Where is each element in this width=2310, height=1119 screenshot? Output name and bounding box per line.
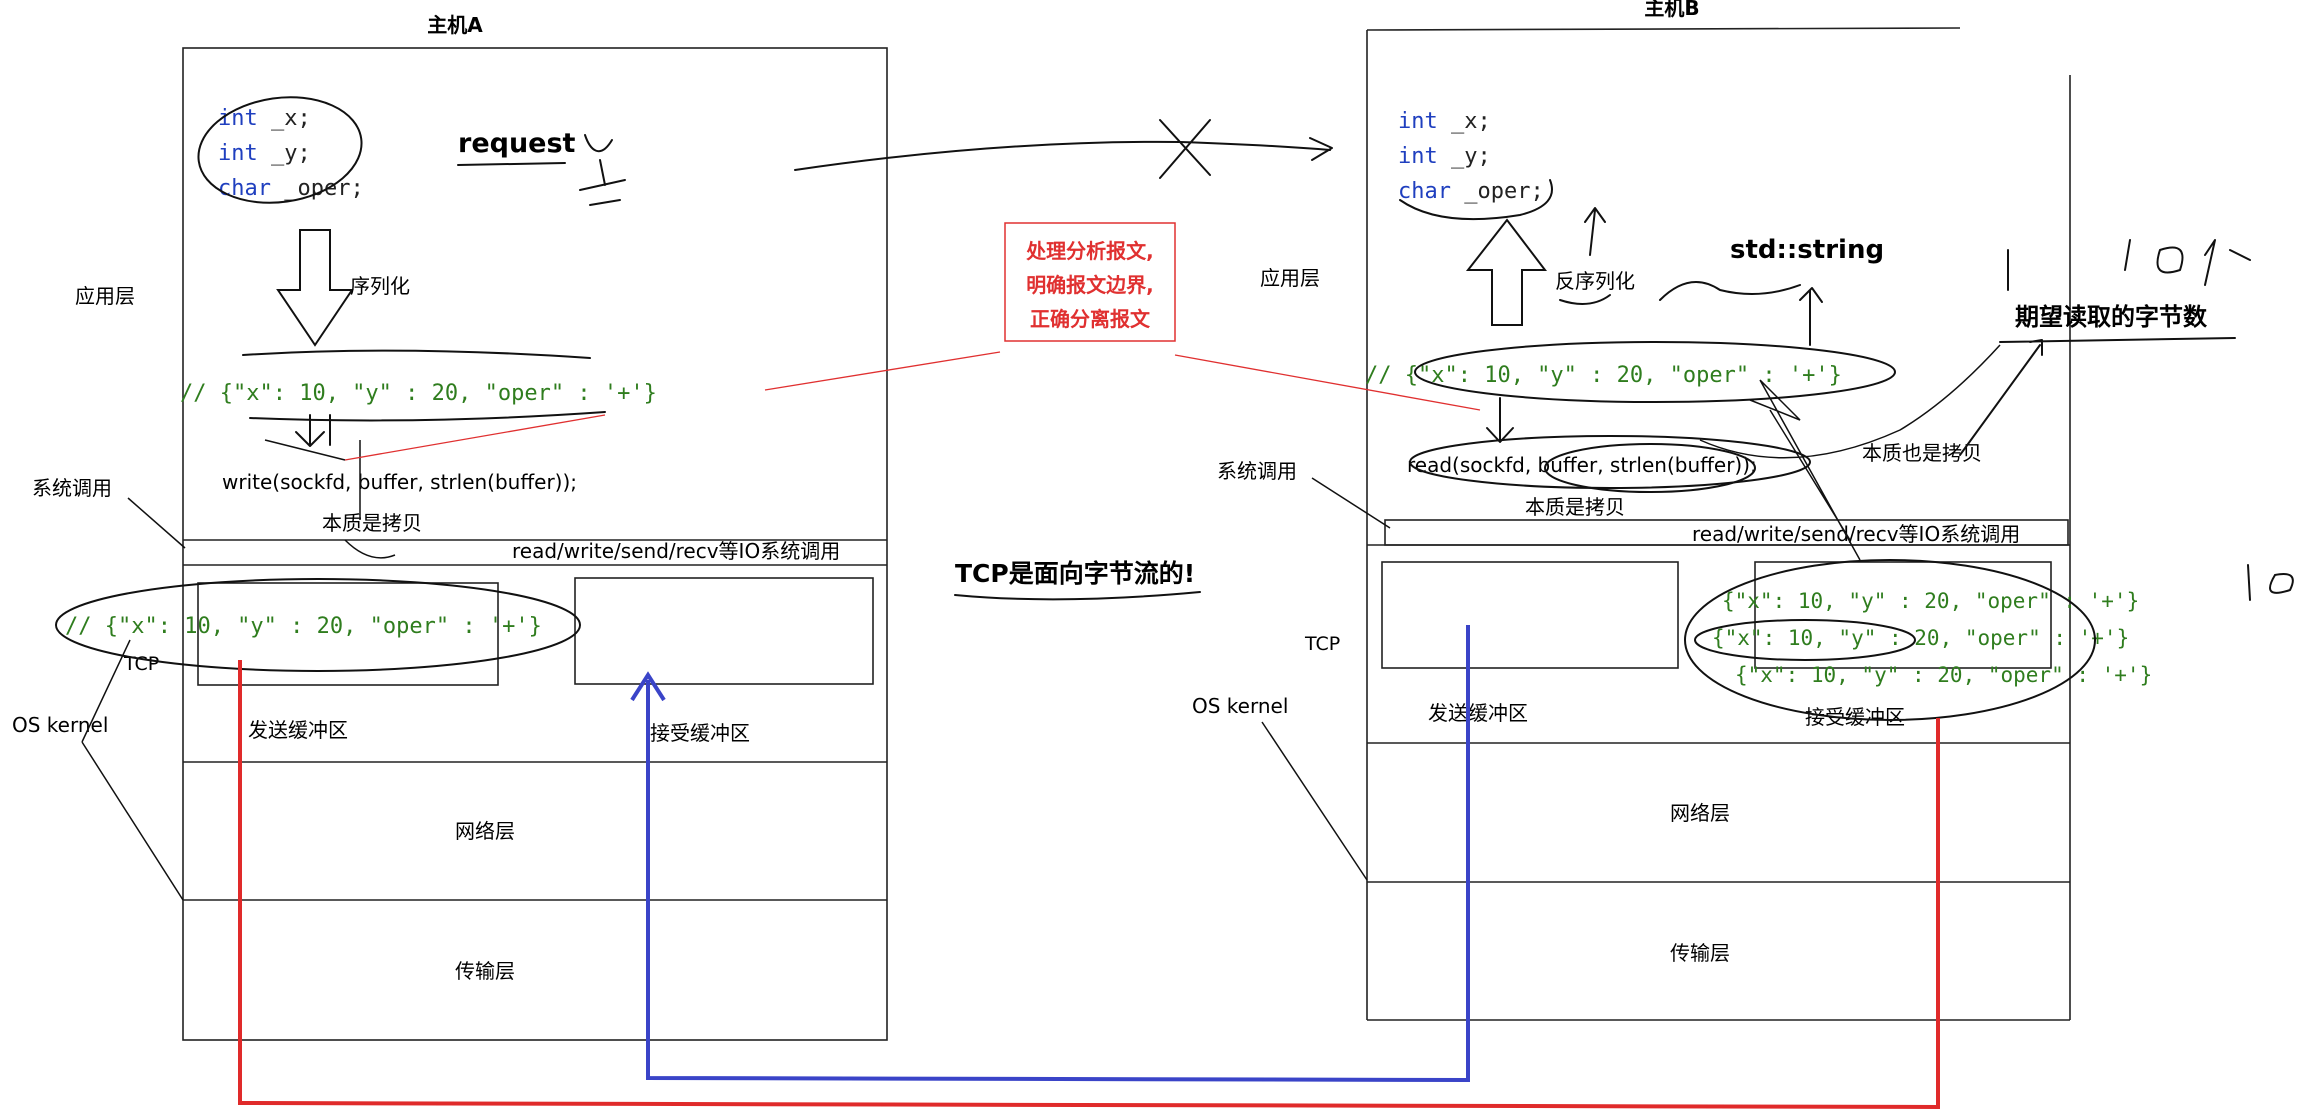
host-a-kernel-json: // {"x": 10, "y" : 20, "oper" : '+'} — [65, 614, 542, 639]
host-b-app-layer-label: 应用层 — [1260, 266, 1320, 290]
host-b-struct-code: int _x; int _y; char _oper; — [1398, 109, 1553, 221]
host-b-network-layer: 网络层 — [1670, 801, 1730, 825]
host-b-frame — [1366, 27, 2071, 1021]
note-pointer-lines — [344, 351, 1481, 461]
request-transfer-arrow-icon — [794, 137, 1333, 171]
cross-icon — [1159, 119, 1211, 179]
host-a-kernel-brackets — [81, 639, 184, 901]
host-b-syscall-pointer — [1311, 477, 1391, 529]
note-line-1: 处理分析报文, — [1025, 239, 1154, 263]
copy-curve-a — [344, 539, 396, 559]
host-a-send-buffer-box — [197, 582, 499, 686]
note-box — [1004, 222, 1176, 342]
std-string-label: std::string — [1730, 235, 1884, 265]
pointer-line-a — [264, 439, 346, 461]
host-a-network-layer: 网络层 — [455, 819, 515, 843]
host-b-copy-label: 本质是拷贝 — [1525, 495, 1625, 519]
handwritten-scribble-a — [579, 134, 626, 206]
read-buffer-ellipse — [1544, 443, 1756, 493]
host-a-tcp-label: TCP — [123, 653, 159, 675]
buffered-messages-ellipse — [1684, 559, 2096, 721]
buffered-message-3: {"x": 10, "y" : 20, "oper" : '+'} — [1735, 663, 2152, 687]
expected-bytes-label: 期望读取的字节数 — [2015, 303, 2208, 331]
host-b-os-kernel-label: OS kernel — [1192, 694, 1288, 718]
host-b-code-line-3: char _oper; — [1398, 179, 1544, 204]
host-a-syscall-label: 系统调用 — [32, 476, 112, 500]
host-b-copy-curve — [1699, 344, 2001, 459]
read-call-ellipse — [1409, 435, 1811, 489]
host-a-curve-top — [242, 349, 591, 359]
read-call: read(sockfd, buffer, strlen(buffer)); — [1407, 453, 1757, 477]
host-b-send-buffer-label: 发送缓冲区 — [1428, 701, 1528, 725]
host-a-struct-code: int _x; int _y; char _oper; — [197, 96, 364, 204]
host-a-title: 主机A — [427, 13, 483, 37]
request-label: request — [458, 128, 576, 159]
blue-flow-line — [646, 625, 1470, 1083]
blue-arrowhead-icon — [630, 671, 666, 702]
note-line-3: 正确分离报文 — [1030, 307, 1151, 331]
serialize-label: 序列化 — [350, 274, 410, 298]
host-a-app-layer-label: 应用层 — [75, 284, 135, 308]
kernel-json-ellipse — [55, 578, 581, 672]
host-a-frame — [182, 47, 888, 1041]
std-string-up-arrow-icon — [1799, 287, 1823, 346]
host-a-os-kernel-label: OS kernel — [12, 713, 108, 737]
handwritten-scribble-b — [2007, 239, 2251, 291]
host-b-copy-lines — [1749, 379, 1861, 561]
host-b-kernel-bracket — [1261, 721, 1368, 881]
host-a-code-line-2: int _y; — [218, 141, 311, 166]
expected-bytes-arrow-icon — [1959, 339, 2043, 456]
write-call: write(sockfd, buffer, strlen(buffer)); — [222, 470, 577, 494]
host-b-title: 主机B — [1644, 0, 1699, 20]
host-b-recv-buffer-label: 接受缓冲区 — [1805, 705, 1905, 729]
std-string-curve — [1659, 281, 1801, 301]
host-a-recv-buffer-box — [574, 577, 874, 685]
deserialize-underline — [1559, 294, 1611, 305]
host-a-code-line-1: int _x; — [218, 106, 311, 131]
note-line-2: 明确报文边界, — [1026, 273, 1154, 297]
host-b-json-ellipse — [1414, 341, 1896, 403]
host-b-recv-buffer-box — [1754, 561, 2052, 669]
host-b-code-line-1: int _x; — [1398, 109, 1491, 134]
host-b-syscall-label: 系统调用 — [1217, 459, 1297, 483]
host-b-send-buffer-box — [1381, 561, 1679, 669]
down-arrow-small-icon — [295, 414, 331, 447]
host-a-send-buffer-label: 发送缓冲区 — [248, 718, 348, 742]
host-b-code-curve — [1399, 179, 1553, 221]
host-b-down-arrow-icon — [1486, 397, 1514, 443]
deserialize-arrow-icon — [1465, 218, 1548, 326]
serialize-arrow-icon — [276, 229, 354, 347]
host-a-copy-label: 本质是拷贝 — [322, 511, 422, 535]
buffered-message-1: {"x": 10, "y" : 20, "oper" : '+'} — [1722, 589, 2139, 613]
deserialize-label: 反序列化 — [1555, 269, 1635, 293]
buffered-first-part-ellipse — [1694, 619, 1916, 661]
request-underline — [457, 162, 566, 166]
small-up-arrow-icon — [1584, 207, 1606, 256]
host-a-io-bar: read/write/send/recv等IO系统调用 — [512, 539, 840, 563]
host-b-code-line-2: int _y; — [1398, 144, 1491, 169]
host-a-transport-layer: 传输层 — [455, 959, 515, 983]
tcp-stream-label: TCP是面向字节流的! — [955, 559, 1195, 588]
handwritten-scribble-c — [2247, 564, 2294, 601]
host-a-json-line: // {"x": 10, "y" : 20, "oper" : '+'} — [180, 381, 657, 406]
tcp-stream-underline — [954, 591, 1201, 601]
also-copy-label: 本质也是拷贝 — [1862, 441, 1982, 465]
host-b-tcp-label: TCP — [1304, 633, 1340, 655]
buffered-message-2: {"x": 10, "y" : 20, "oper" : '+'} — [1712, 626, 2129, 650]
host-a-curve-bottom — [249, 411, 606, 422]
red-flow-line — [238, 660, 1940, 1110]
host-b-io-bar: read/write/send/recv等IO系统调用 — [1692, 522, 2020, 546]
host-a-syscall-pointer — [127, 497, 186, 549]
host-a-recv-buffer-label: 接受缓冲区 — [650, 721, 750, 745]
host-a-code-line-3: char _oper; — [218, 176, 364, 201]
host-b-transport-layer: 传输层 — [1670, 941, 1730, 965]
